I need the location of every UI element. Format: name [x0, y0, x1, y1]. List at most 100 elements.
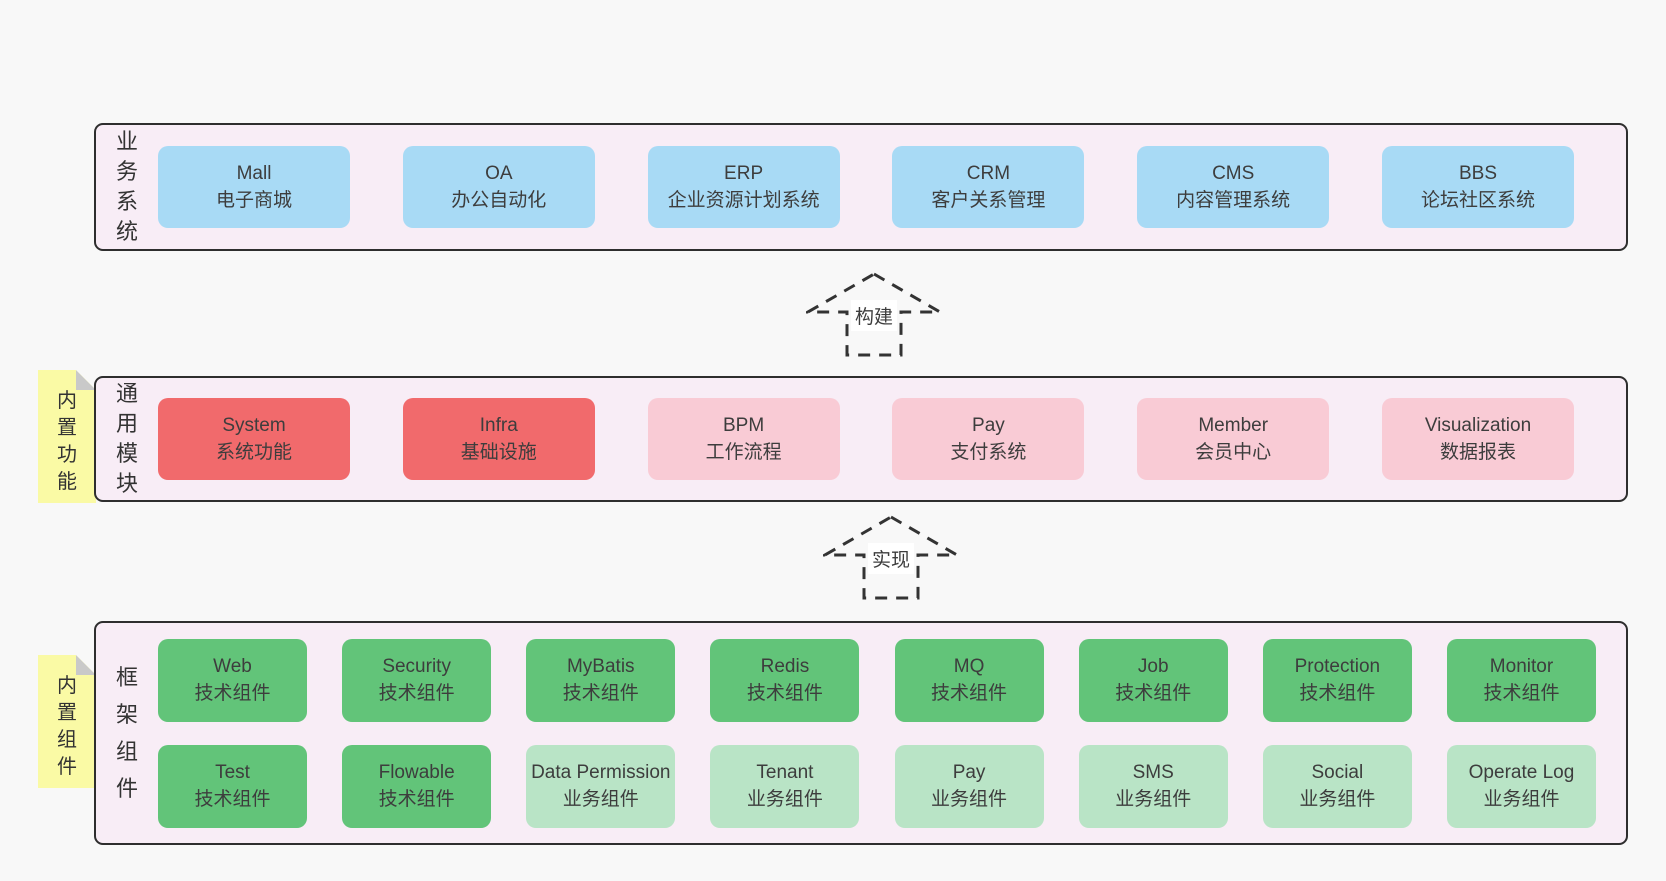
- framework-components-rows: Web 技术组件 Security 技术组件 MyBatis 技术组件 Redi…: [158, 623, 1626, 843]
- arrow-label-implement: 实现: [867, 543, 915, 574]
- box-mybatis: MyBatis 技术组件: [526, 638, 676, 722]
- box-subtitle: 会员中心: [1195, 442, 1272, 463]
- box-subtitle: 电子商城: [215, 190, 292, 211]
- box-mq: MQ 技术组件: [894, 638, 1044, 722]
- box-bbs: BBS 论坛社区系统: [1381, 146, 1574, 228]
- box-title: Security: [382, 656, 451, 677]
- box-title: Pay: [972, 415, 1005, 436]
- box-subtitle: 论坛社区系统: [1420, 190, 1535, 211]
- box-title: OA: [485, 163, 513, 184]
- box-subtitle: 业务组件: [562, 789, 639, 810]
- sticky-note-text: 内置组件: [57, 675, 77, 778]
- box-subtitle: 支付系统: [950, 442, 1027, 463]
- box-title: Redis: [760, 656, 810, 677]
- box-subtitle: 技术组件: [194, 683, 271, 704]
- box-tenant: Tenant 业务组件: [710, 744, 860, 828]
- box-subtitle: 客户关系管理: [931, 190, 1046, 211]
- sticky-note-text: 内置功能: [57, 390, 77, 493]
- box-bpm: BPM 工作流程: [647, 398, 840, 480]
- arrow-build: 构建: [806, 272, 942, 358]
- box-subtitle: 技术组件: [1299, 683, 1376, 704]
- box-subtitle: 技术组件: [562, 683, 639, 704]
- box-subtitle: 内容管理系统: [1176, 190, 1291, 211]
- box-subtitle: 技术组件: [746, 683, 823, 704]
- box-data-permission: Data Permission 业务组件: [526, 744, 676, 828]
- folded-corner-icon: [76, 655, 96, 675]
- layer-common-modules: 通用模块 System 系统功能 Infra 基础设施 BPM 工作流程 Pay…: [94, 376, 1628, 502]
- box-title: Data Permission: [531, 762, 671, 783]
- box-title: Operate Log: [1468, 762, 1575, 783]
- box-member: Member 会员中心: [1137, 398, 1330, 480]
- box-protection: Protection 技术组件: [1262, 638, 1412, 722]
- box-title: System: [222, 415, 286, 436]
- folded-corner-icon: [76, 370, 96, 390]
- box-subtitle: 基础设施: [460, 442, 537, 463]
- box-title: Protection: [1294, 656, 1381, 677]
- box-title: Infra: [479, 415, 518, 436]
- box-job: Job 技术组件: [1078, 638, 1228, 722]
- common-modules-row: System 系统功能 Infra 基础设施 BPM 工作流程 Pay 支付系统…: [158, 378, 1626, 500]
- box-title: Social: [1311, 762, 1364, 783]
- sticky-note-built-in-features: 内置功能: [38, 370, 96, 503]
- box-title: Member: [1198, 415, 1269, 436]
- box-subtitle: 办公自动化: [451, 190, 547, 211]
- box-visualization: Visualization 数据报表: [1381, 398, 1574, 480]
- layer-label-gutter: 通用模块: [96, 378, 158, 500]
- box-title: Test: [215, 762, 250, 783]
- box-cms: CMS 内容管理系统: [1137, 146, 1330, 228]
- arrow-label-build: 构建: [850, 300, 898, 331]
- box-flowable: Flowable 技术组件: [342, 744, 492, 828]
- box-oa: OA 办公自动化: [402, 146, 595, 228]
- box-subtitle: 业务组件: [746, 789, 823, 810]
- box-subtitle: 业务组件: [1115, 789, 1192, 810]
- box-title: MQ: [953, 656, 985, 677]
- arrow-implement: 实现: [823, 515, 959, 601]
- box-subtitle: 系统功能: [215, 442, 292, 463]
- box-monitor: Monitor 技术组件: [1446, 638, 1596, 722]
- box-title: Pay: [952, 762, 986, 783]
- layer-framework-components: 框架组件 Web 技术组件 Security 技术组件 MyBatis 技术组件…: [94, 621, 1628, 845]
- layer-label-framework-components: 框架组件: [115, 665, 138, 801]
- box-subtitle: 技术组件: [378, 789, 455, 810]
- box-subtitle: 数据报表: [1439, 442, 1516, 463]
- box-web: Web 技术组件: [158, 638, 307, 722]
- box-redis: Redis 技术组件: [710, 638, 860, 722]
- box-title: Visualization: [1424, 415, 1532, 436]
- box-sms: SMS 业务组件: [1078, 744, 1228, 828]
- box-operate-log: Operate Log 业务组件: [1446, 744, 1596, 828]
- box-pay: Pay 支付系统: [892, 398, 1085, 480]
- box-crm: CRM 客户关系管理: [892, 146, 1085, 228]
- box-erp: ERP 企业资源计划系统: [647, 146, 840, 228]
- business-systems-row: Mall 电子商城 OA 办公自动化 ERP 企业资源计划系统 CRM 客户关系…: [158, 125, 1626, 249]
- box-title: CMS: [1212, 163, 1255, 184]
- box-mall: Mall 电子商城: [158, 146, 350, 228]
- box-social: Social 业务组件: [1262, 744, 1412, 828]
- sticky-note-built-in-components: 内置组件: [38, 655, 96, 788]
- box-subtitle: 企业资源计划系统: [667, 190, 820, 211]
- tech-components-row: Web 技术组件 Security 技术组件 MyBatis 技术组件 Redi…: [158, 638, 1596, 722]
- box-title: BBS: [1458, 163, 1497, 184]
- box-title: Tenant: [756, 762, 814, 783]
- box-subtitle: 技术组件: [1483, 683, 1560, 704]
- box-title: Job: [1137, 656, 1169, 677]
- box-system: System 系统功能: [158, 398, 350, 480]
- box-subtitle: 技术组件: [194, 789, 271, 810]
- layer-business-systems: 业务系统 Mall 电子商城 OA 办公自动化 ERP 企业资源计划系统 CRM…: [94, 123, 1628, 251]
- box-title: Monitor: [1489, 656, 1554, 677]
- layer-label-gutter: 框架组件: [96, 623, 158, 843]
- biz-components-row: Test 技术组件 Flowable 技术组件 Data Permission …: [158, 744, 1596, 828]
- box-subtitle: 工作流程: [705, 442, 782, 463]
- box-pay-biz: Pay 业务组件: [894, 744, 1044, 828]
- box-security: Security 技术组件: [342, 638, 492, 722]
- box-test: Test 技术组件: [158, 744, 307, 828]
- box-title: SMS: [1132, 762, 1174, 783]
- box-title: CRM: [966, 163, 1011, 184]
- layer-label-common-modules: 通用模块: [115, 381, 138, 496]
- box-subtitle: 技术组件: [378, 683, 455, 704]
- box-title: Flowable: [378, 762, 455, 783]
- box-title: ERP: [724, 163, 764, 184]
- box-title: MyBatis: [566, 656, 635, 677]
- box-title: BPM: [723, 415, 765, 436]
- box-title: Web: [213, 656, 252, 677]
- box-subtitle: 业务组件: [1299, 789, 1376, 810]
